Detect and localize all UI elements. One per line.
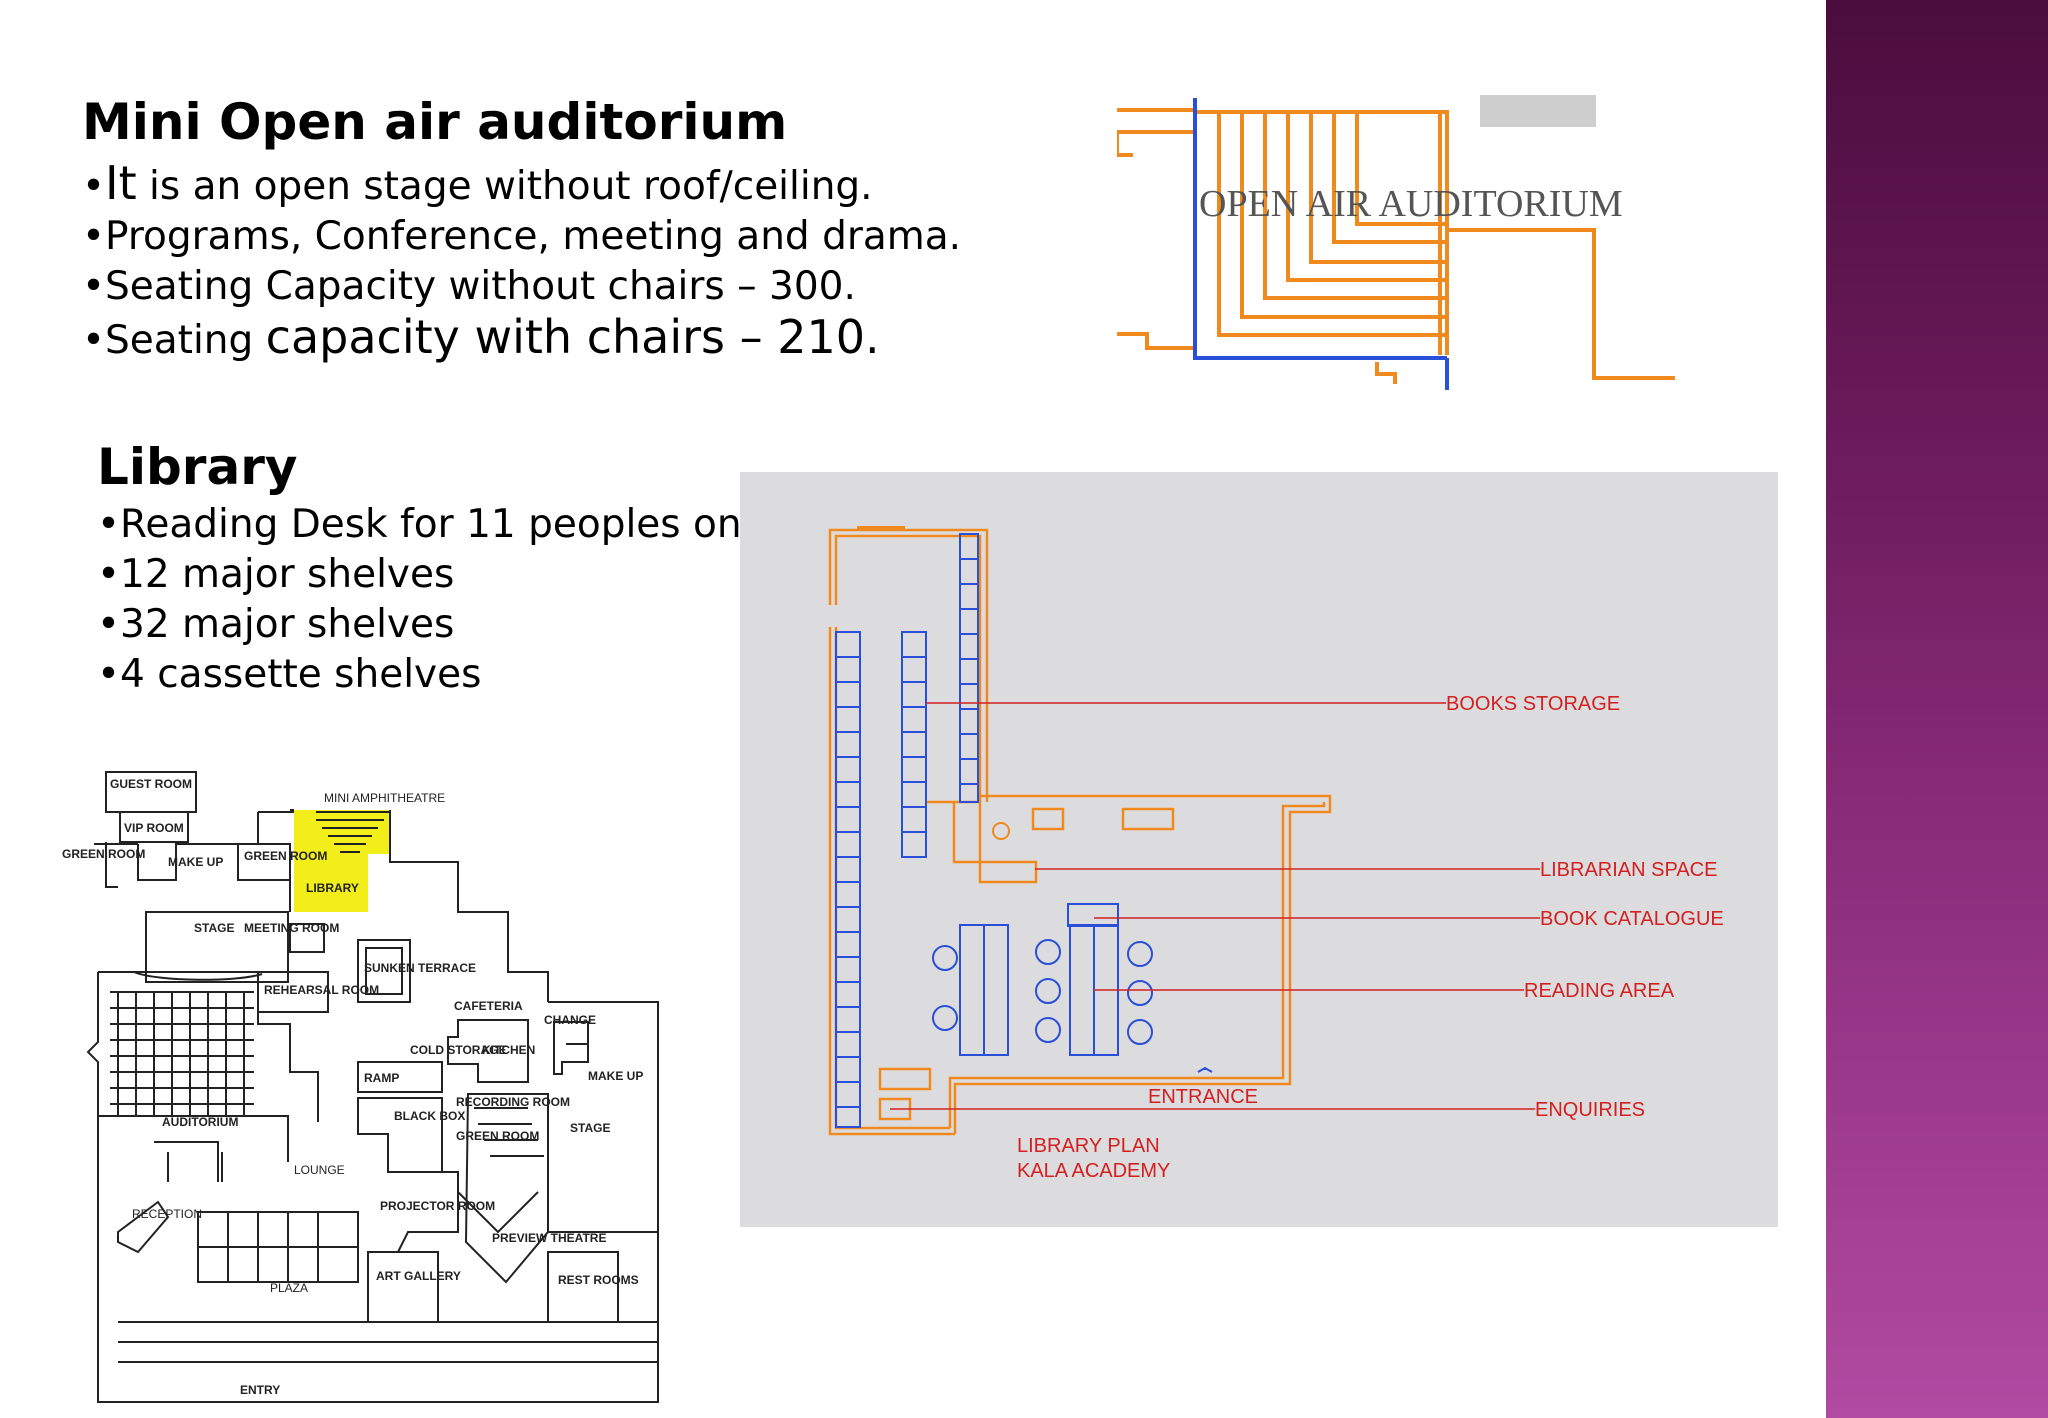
sunken-terrace-label: SUNKEN TERRACE — [364, 961, 476, 975]
library-plan-label: LIBRARY — [306, 881, 359, 895]
black-box-label: BLACK BOX — [394, 1109, 465, 1123]
library-bullet: 32 major shelves — [97, 600, 776, 650]
library-bullet: Reading Desk for 11 peoples only — [97, 500, 775, 550]
reading-area-label: READING AREA — [1524, 980, 1675, 1002]
enquiries-label: ENQUIRIES — [1535, 1099, 1645, 1121]
library-bullet: 4 cassette shelves — [97, 650, 776, 700]
guest-room-label: GUEST ROOM — [110, 777, 192, 791]
green-room-left-label: GREEN ROOM — [62, 847, 145, 861]
lounge-label: LOUNGE — [294, 1163, 345, 1177]
auditorium-heading: Mini Open air auditorium — [82, 93, 788, 151]
plan-title-line-2: KALA ACADEMY — [1017, 1160, 1170, 1182]
library-heading: Library — [97, 438, 298, 496]
library-bullet-list: Reading Desk for 11 peoples only 12 majo… — [97, 500, 776, 700]
library-bullet: 12 major shelves — [97, 550, 776, 600]
rehearsal-room-label: REHEARSAL ROOM — [264, 983, 379, 997]
library-plan-drawing: BOOKS STORAGE LIBRARIAN SPACE BOOK CATAL… — [828, 526, 1724, 1182]
open-air-auditorium-label: OPEN AIR AUDITORIUM — [1199, 183, 1623, 225]
preview-theatre-label: PREVIEW THEATRE — [492, 1231, 606, 1245]
projector-room-label: PROJECTOR ROOM — [380, 1199, 495, 1213]
cold-storage-label: COLD STORAGE — [410, 1043, 506, 1057]
reception-label: RECEPTION — [132, 1207, 202, 1221]
green-room-label: GREEN ROOM — [244, 849, 327, 863]
library-plan-figure: BOOKS STORAGE LIBRARIAN SPACE BOOK CATAL… — [740, 472, 1778, 1227]
decorative-side-band — [1826, 0, 2048, 1418]
plaza-label: PLAZA — [270, 1281, 308, 1295]
art-gallery-label: ART GALLERY — [376, 1269, 461, 1283]
books-storage-label: BOOKS STORAGE — [1446, 693, 1620, 715]
kitchen-label: KITCHEN — [482, 1043, 535, 1057]
make-up-label: MAKE UP — [168, 855, 223, 869]
rest-rooms-label: REST ROOMS — [558, 1273, 639, 1287]
librarian-space-label: LIBRARIAN SPACE — [1540, 859, 1717, 881]
green-room-2-label: GREEN ROOM — [456, 1129, 539, 1143]
auditorium-plan-label: AUDITORIUM — [162, 1115, 238, 1129]
recording-room-label: RECORDING ROOM — [456, 1095, 570, 1109]
auditorium-bullet: Seating Capacity without chairs – 300. — [82, 262, 961, 312]
mini-amphitheatre-label: MINI AMPHITHEATRE — [324, 791, 445, 805]
stage-label: STAGE — [194, 921, 234, 935]
floor-plan-drawing: GUEST ROOM VIP ROOM GREEN ROOM MAKE UP G… — [62, 771, 659, 1403]
cafeteria-label: CAFETERIA — [454, 999, 523, 1013]
plan-title-line-1: LIBRARY PLAN — [1017, 1135, 1160, 1157]
meeting-room-label: MEETING ROOM — [244, 921, 339, 935]
ramp-label: RAMP — [364, 1071, 399, 1085]
auditorium-bullet-list: It is an open stage without roof/ceiling… — [82, 158, 961, 366]
make-up-right-label: MAKE UP — [588, 1069, 643, 1083]
open-air-auditorium-drawing: OPEN AIR AUDITORIUM — [1117, 95, 1675, 390]
open-air-auditorium-figure: OPEN AIR AUDITORIUM — [1117, 92, 1677, 392]
book-catalogue-label: BOOK CATALOGUE — [1540, 908, 1724, 930]
stage-right-label: STAGE — [570, 1121, 610, 1135]
change-label: CHANGE — [544, 1013, 596, 1027]
floor-plan-figure: GUEST ROOM VIP ROOM GREEN ROOM MAKE UP G… — [58, 762, 688, 1418]
entrance-label: ENTRANCE — [1148, 1086, 1258, 1108]
entry-label: ENTRY — [240, 1383, 280, 1397]
auditorium-bullet: Programs, Conference, meeting and drama. — [82, 212, 961, 262]
vip-room-label: VIP ROOM — [124, 821, 184, 835]
auditorium-bullet: It is an open stage without roof/ceiling… — [82, 158, 961, 212]
auditorium-bullet: Seating capacity with chairs – 210. — [82, 312, 961, 366]
